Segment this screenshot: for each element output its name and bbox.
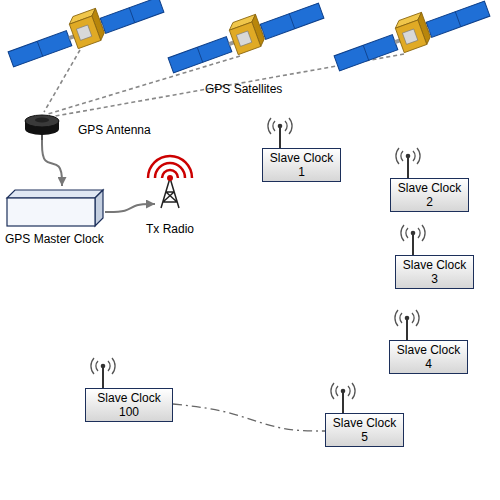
tx-radio-tower: Tx Radio bbox=[155, 148, 185, 236]
radio-antenna-symbol bbox=[396, 148, 420, 178]
radio-antenna-symbol bbox=[395, 310, 419, 340]
connector bbox=[42, 140, 62, 186]
node-outline bbox=[24, 112, 60, 140]
icon-caption: GPS Master Clock bbox=[5, 232, 104, 246]
node-label: Slave Clock 1 bbox=[267, 151, 336, 179]
tower-tip bbox=[167, 175, 173, 181]
connector bbox=[173, 404, 325, 431]
tower-frame bbox=[161, 178, 179, 208]
radio-antenna-symbol bbox=[268, 118, 292, 148]
antenna-cap bbox=[35, 118, 49, 123]
node-label: Slave Clock 2 bbox=[395, 181, 464, 209]
slave-clock-box: Slave Clock 3 bbox=[395, 255, 474, 289]
box-side-face bbox=[95, 190, 103, 226]
master-clock-box: GPS Master Clock bbox=[5, 186, 105, 244]
gps-satellite bbox=[330, 0, 491, 76]
satellite-signal bbox=[44, 50, 80, 112]
node-label: Slave Clock 4 bbox=[394, 343, 463, 371]
gps-satellite bbox=[164, 0, 325, 78]
antenna-top bbox=[25, 115, 59, 127]
node-outline bbox=[5, 186, 105, 228]
slave-clock-box: Slave Clock 5 bbox=[325, 413, 404, 447]
box-top-face bbox=[7, 190, 103, 198]
icon-caption: GPS Antenna bbox=[78, 123, 151, 137]
caption-label: GPS Satellites bbox=[205, 82, 282, 96]
node-outline bbox=[155, 148, 185, 212]
slave-clock-box: Slave Clock 100 bbox=[85, 388, 173, 422]
slave-clock-box: Slave Clock 1 bbox=[262, 148, 341, 182]
slave-clock-box: Slave Clock 2 bbox=[390, 178, 469, 212]
node-label: Slave Clock 3 bbox=[400, 258, 469, 286]
node-label: Slave Clock 5 bbox=[330, 416, 399, 444]
gps-satellite bbox=[4, 0, 165, 72]
gps-antenna: GPS Antenna bbox=[24, 112, 60, 140]
connector bbox=[105, 204, 155, 212]
radio-wave bbox=[148, 156, 192, 178]
radio-antenna-symbol bbox=[401, 225, 425, 255]
slave-clock-box: Slave Clock 4 bbox=[389, 340, 468, 374]
icon-caption: Tx Radio bbox=[146, 222, 194, 236]
node-label: Slave Clock 100 bbox=[90, 391, 168, 419]
radio-antenna-symbol bbox=[91, 358, 115, 388]
radio-antenna-symbol bbox=[331, 383, 355, 413]
box-front-face bbox=[7, 198, 95, 226]
